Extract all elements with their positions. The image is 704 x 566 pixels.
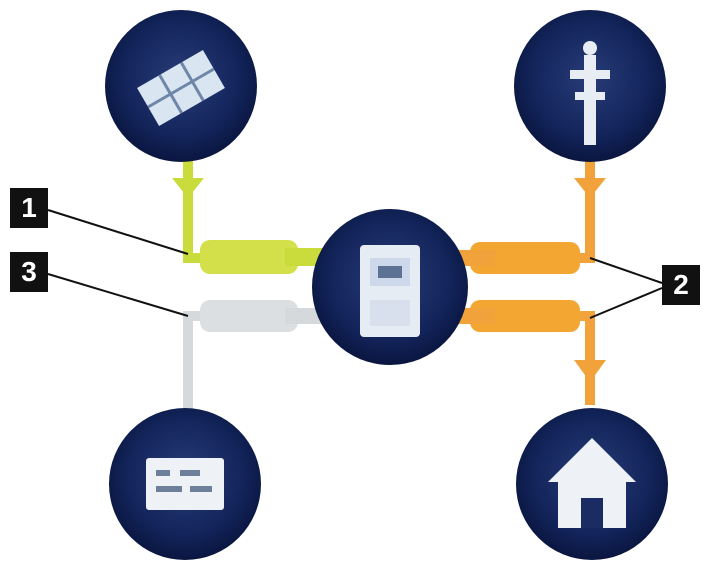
- callout-1: 1: [10, 188, 48, 228]
- grid-node: [514, 10, 666, 162]
- inverter-node: [312, 209, 468, 365]
- solar-panel-icon: [137, 49, 225, 127]
- battery-node: [109, 408, 261, 560]
- callout-leaders: [47, 209, 663, 319]
- house-connection: [455, 300, 606, 405]
- house-node: [516, 408, 668, 560]
- solar-node: [105, 10, 257, 162]
- power-pylon-icon: [570, 41, 610, 145]
- battery-icon: [146, 458, 224, 510]
- grid-connection: [455, 156, 606, 274]
- pv-connection: [172, 160, 325, 274]
- battery-connection: [183, 300, 325, 412]
- callout-2: 2: [662, 265, 700, 305]
- house-icon: [548, 438, 636, 528]
- inverter-icon: [360, 245, 420, 337]
- callout-3: 3: [10, 252, 48, 292]
